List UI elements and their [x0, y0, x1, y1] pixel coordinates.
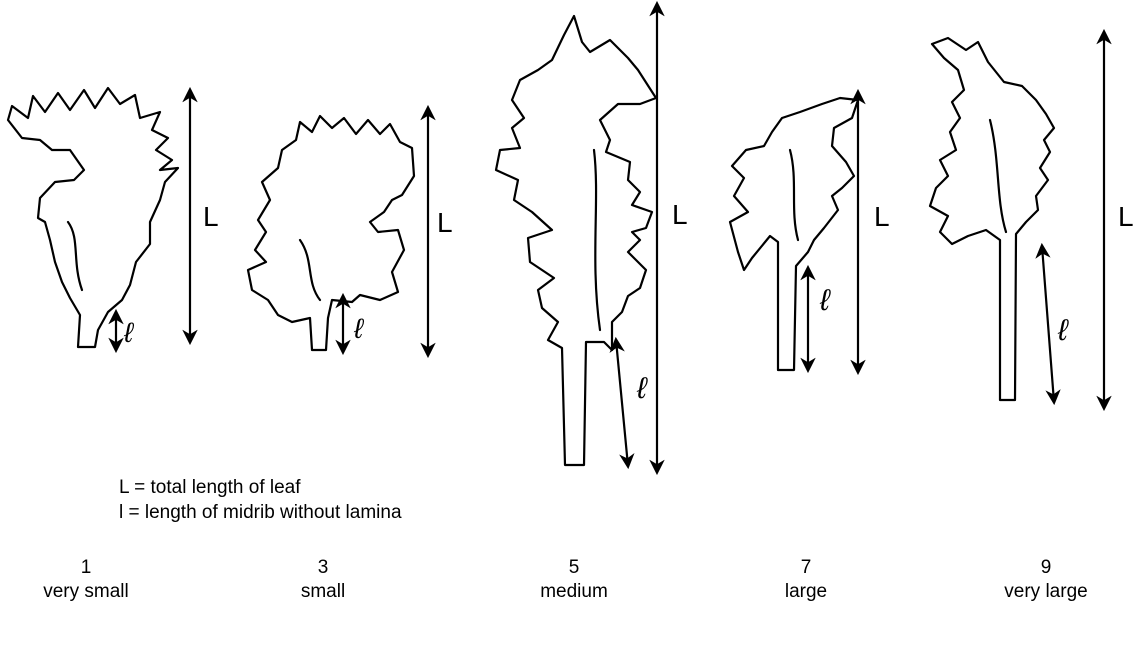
leaf-1-midrib-label: ℓ: [123, 317, 135, 348]
leaf-5: L ℓ: [496, 4, 688, 472]
leaf-5-outline: [496, 16, 656, 465]
leaf-3-outline: [248, 116, 414, 350]
leaf-7-total-label: L: [874, 201, 890, 232]
scale-label: very small: [0, 580, 186, 604]
leaf-size-diagram: L ℓ L ℓ L ℓ L ℓ L ℓ: [0, 0, 1141, 480]
leaf-3-inner-line: [300, 240, 320, 300]
scale-label: very large: [946, 580, 1141, 604]
leaf-5-midrib-label: ℓ: [636, 372, 648, 405]
leaf-3: L ℓ: [248, 108, 453, 355]
leaf-1-total-label: L: [203, 201, 219, 232]
leaf-9-outline: [930, 38, 1054, 400]
leaf-7: L ℓ: [730, 92, 890, 372]
leaf-1-inner-line: [68, 222, 82, 290]
scale-label: small: [223, 580, 423, 604]
legend-midrib-length: l = length of midrib without lamina: [119, 501, 402, 525]
scale-code: 5: [474, 556, 674, 580]
leaf-5-total-label: L: [672, 199, 688, 230]
scale-code: 9: [946, 556, 1141, 580]
leaf-9-midrib-arrow: [1042, 246, 1054, 402]
leaf-7-inner-line: [790, 150, 798, 240]
scale-item-large: 7 large: [706, 556, 906, 604]
scale-item-small: 3 small: [223, 556, 423, 604]
leaf-9-inner-line: [990, 120, 1006, 232]
scale-item-medium: 5 medium: [474, 556, 674, 604]
leaf-5-midrib-arrow: [616, 340, 628, 466]
scale-item-very-large: 9 very large: [946, 556, 1141, 604]
leaf-1-outline: [8, 88, 178, 347]
leaf-7-midrib-label: ℓ: [819, 284, 831, 317]
leaf-3-total-label: L: [437, 207, 453, 238]
leaf-9-total-label: L: [1118, 201, 1134, 232]
leaf-5-inner-line: [594, 150, 600, 330]
scale-label: medium: [474, 580, 674, 604]
scale-code: 1: [0, 556, 186, 580]
scale-code: 7: [706, 556, 906, 580]
leaf-7-outline: [730, 98, 858, 370]
leaf-3-midrib-label: ℓ: [353, 313, 365, 344]
leaf-1: L ℓ: [8, 88, 219, 350]
legend-total-length: L = total length of leaf: [119, 476, 301, 500]
scale-label: large: [706, 580, 906, 604]
scale-item-very-small: 1 very small: [0, 556, 186, 604]
leaf-9-midrib-label: ℓ: [1057, 314, 1069, 347]
scale-code: 3: [223, 556, 423, 580]
leaf-9: L ℓ: [930, 32, 1134, 408]
